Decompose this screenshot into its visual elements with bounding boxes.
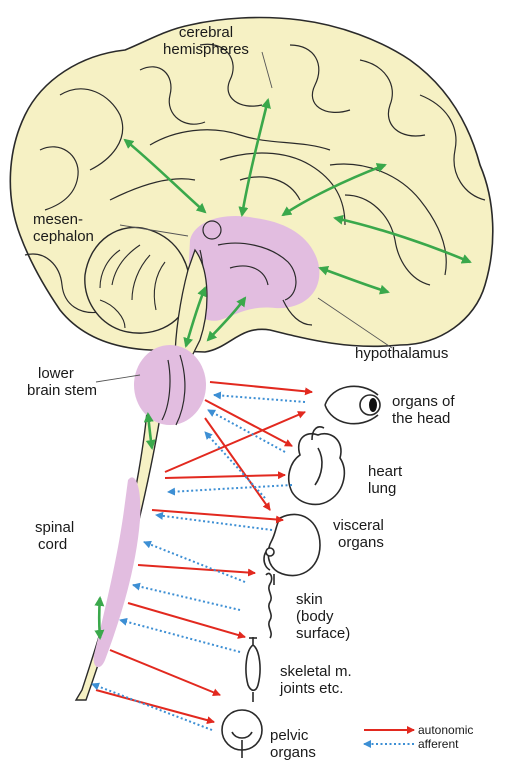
label-cerebral-1: cerebral — [179, 24, 233, 41]
label-organs-head-2: the head — [392, 410, 450, 427]
label-pelvic-1: pelvic — [270, 727, 309, 744]
label-skin-2: (body — [296, 608, 334, 625]
label-mesencephalon-1: mesen- — [33, 211, 83, 228]
label-skeletal-1: skeletal m. — [280, 663, 352, 680]
eye-icon — [325, 386, 380, 423]
label-lower-brain-stem-1: lower — [38, 365, 74, 382]
stomach-icon — [264, 514, 320, 575]
label-cerebral-2: hemispheres — [163, 41, 249, 58]
spinal-cord-region — [94, 477, 141, 667]
label-skeletal-2: joints etc. — [279, 680, 343, 697]
label-skin-3: surface) — [296, 625, 350, 642]
legend-afferent-label: afferent — [418, 737, 459, 751]
label-mesencephalon-2: cephalon — [33, 228, 94, 245]
legend-autonomic-label: autonomic — [418, 723, 473, 737]
label-visceral-2: organs — [338, 534, 384, 551]
label-skin-1: skin — [296, 591, 323, 608]
label-hypothalamus: hypothalamus — [355, 345, 448, 362]
label-lower-brain-stem-2: brain stem — [27, 382, 97, 399]
label-pelvic-2: organs — [270, 744, 316, 761]
label-lung: lung — [368, 480, 396, 497]
label-heart: heart — [368, 463, 403, 480]
label-spinal-cord-1: spinal — [35, 519, 74, 536]
label-organs-head-1: organs of — [392, 393, 455, 410]
legend: autonomic afferent — [364, 723, 473, 751]
heart-lung-icon — [289, 427, 345, 504]
label-visceral-1: visceral — [333, 517, 384, 534]
label-spinal-cord-2: cord — [38, 536, 67, 553]
skeletal-muscle-icon — [246, 637, 260, 702]
bladder-icon — [222, 710, 262, 758]
